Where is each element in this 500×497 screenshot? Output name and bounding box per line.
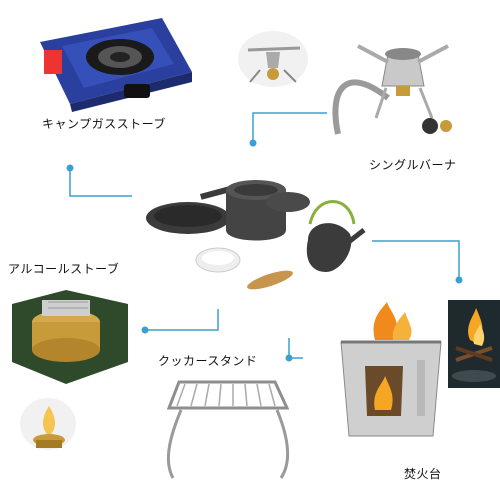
burner-inset-icon	[247, 46, 301, 83]
label-single-burner: シングルバーナ	[369, 158, 457, 172]
alcohol-stove-icon	[12, 290, 128, 384]
wood-stove-icon	[340, 302, 442, 437]
label-gas-stove: キャンプガスストーブ	[42, 117, 166, 131]
label-wood-stove: 焚火台	[404, 467, 442, 481]
label-cooker-stand: クッカースタンド	[158, 354, 258, 368]
campfire-thumb	[448, 300, 500, 388]
cooker-stand-icon	[166, 380, 290, 479]
gas-stove-icon	[40, 18, 192, 112]
alcohol-flame-icon	[33, 406, 65, 448]
label-alcohol-stove: アルコールストーブ	[8, 262, 120, 276]
single-burner-icon	[332, 44, 452, 135]
campfire-icon	[452, 308, 496, 382]
cookware-set-icon	[146, 180, 366, 290]
